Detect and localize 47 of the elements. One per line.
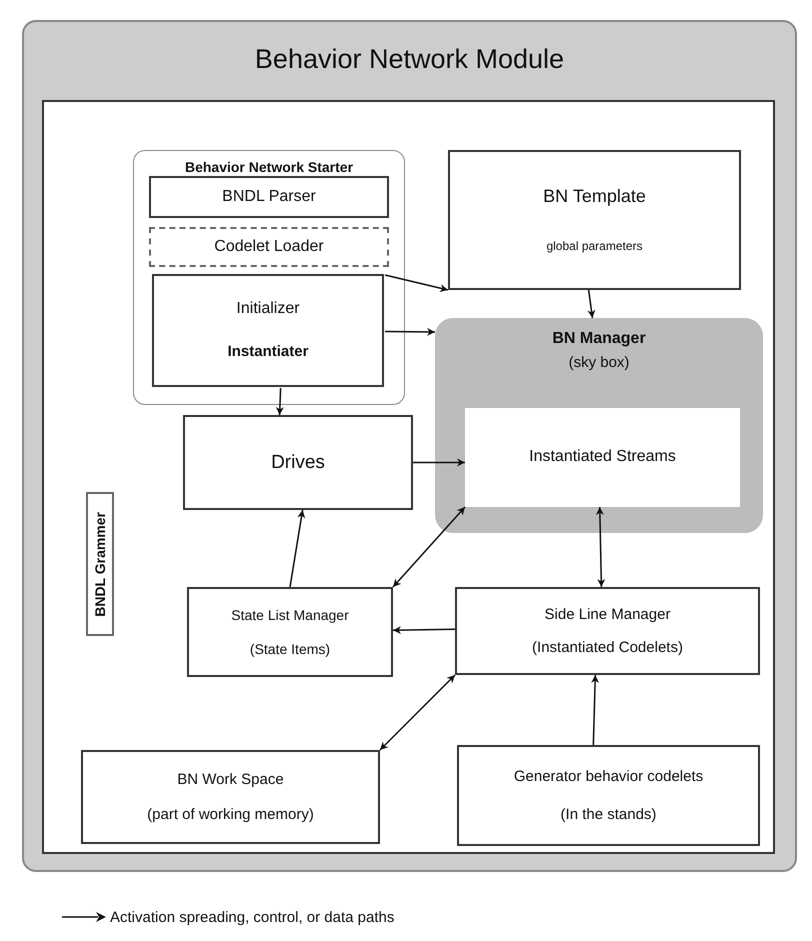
box-sublabel: global parameters	[546, 240, 643, 254]
arrow	[591, 674, 600, 746]
module-panel	[22, 20, 797, 872]
box-label: BNDL Parser	[222, 188, 316, 206]
box-sublabel: (part of working memory)	[147, 806, 314, 824]
panel-subtitle: (sky box)	[568, 354, 630, 372]
box-label: BN Work Space	[177, 770, 284, 788]
box-label: BNDL Grammer	[92, 512, 108, 616]
arrow	[379, 674, 456, 751]
process-box	[149, 176, 389, 218]
box-sublabel: Instantiater	[228, 343, 308, 361]
box-label: State List Manager	[231, 606, 349, 624]
legend-text: Activation spreading, control, or data paths	[110, 908, 394, 926]
manager-panel	[435, 318, 763, 533]
process-box	[183, 415, 413, 510]
group-box	[133, 150, 405, 405]
panel-title: Behavior Network Module	[254, 44, 566, 76]
arrow	[392, 626, 456, 634]
process-box	[187, 587, 393, 677]
box-label: Initializer	[236, 300, 300, 319]
process-box	[149, 227, 389, 267]
arrow	[385, 328, 435, 336]
box-sublabel: (State Items)	[250, 640, 330, 658]
arrow	[587, 290, 596, 318]
box-label: Drives	[271, 452, 325, 474]
arrow	[596, 506, 606, 588]
panel-title: Behavior Network Starter	[184, 159, 354, 176]
process-box	[457, 745, 760, 846]
box-label: Instantiated Streams	[529, 448, 676, 467]
process-box	[81, 750, 380, 844]
arrow	[392, 506, 466, 588]
process-box	[448, 150, 741, 290]
box-label: Codelet Loader	[214, 238, 324, 256]
arrow	[289, 510, 306, 588]
arrow	[276, 388, 284, 416]
process-box	[152, 274, 384, 387]
box-label: Side Line Manager	[544, 606, 670, 623]
box-sublabel: (In the stands)	[560, 806, 656, 824]
box-label: Generator behavior codelets	[514, 768, 704, 786]
process-box	[86, 492, 114, 636]
panel-title: BN Manager	[551, 330, 647, 348]
arrow	[413, 458, 465, 466]
box-label: BN Template	[543, 186, 646, 207]
box-sublabel: (Instantiated Codelets)	[532, 639, 683, 656]
arrow	[384, 274, 448, 292]
process-box	[455, 587, 760, 675]
process-box	[465, 408, 740, 507]
